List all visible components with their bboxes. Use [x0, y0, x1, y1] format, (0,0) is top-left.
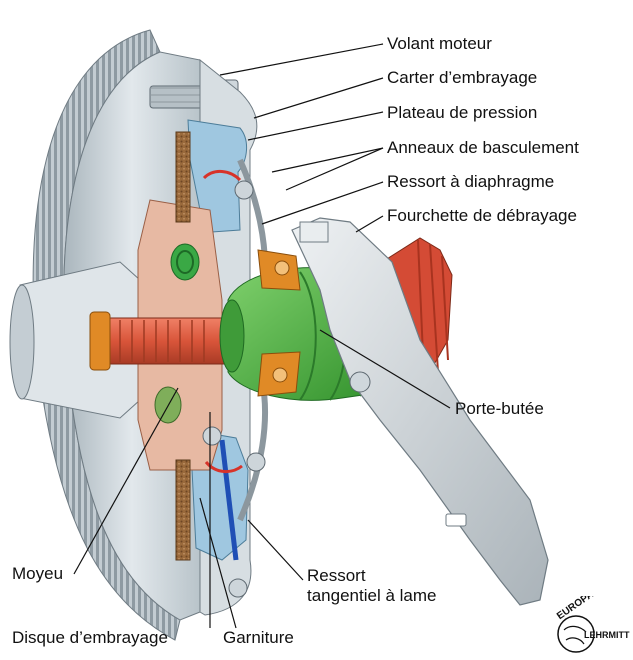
label-tangential-spring-line1: Ressort: [307, 566, 436, 586]
label-tangential-spring: Ressort tangentiel à lame: [307, 566, 436, 606]
label-bearing-carrier: Porte-butée: [455, 399, 544, 419]
label-pressure-plate: Plateau de pression: [387, 103, 537, 123]
bolt: [235, 181, 253, 199]
publisher-logo: EUROPA LEHRMITTEL: [550, 596, 630, 658]
label-diaphragm-spring: Ressort à diaphragme: [387, 172, 554, 192]
label-lining: Garniture: [223, 628, 294, 648]
label-pivot-rings: Anneaux de basculement: [387, 138, 579, 158]
label-flywheel: Volant moteur: [387, 34, 492, 54]
label-tangential-spring-line2: tangentiel à lame: [307, 586, 436, 606]
label-release-fork: Fourchette de débrayage: [387, 206, 577, 226]
label-clutch-disc: Disque d’embrayage: [12, 628, 168, 648]
label-hub: Moyeu: [12, 564, 63, 584]
logo-line2: LEHRMITTEL: [584, 630, 630, 640]
label-clutch-housing: Carter d’embrayage: [387, 68, 537, 88]
